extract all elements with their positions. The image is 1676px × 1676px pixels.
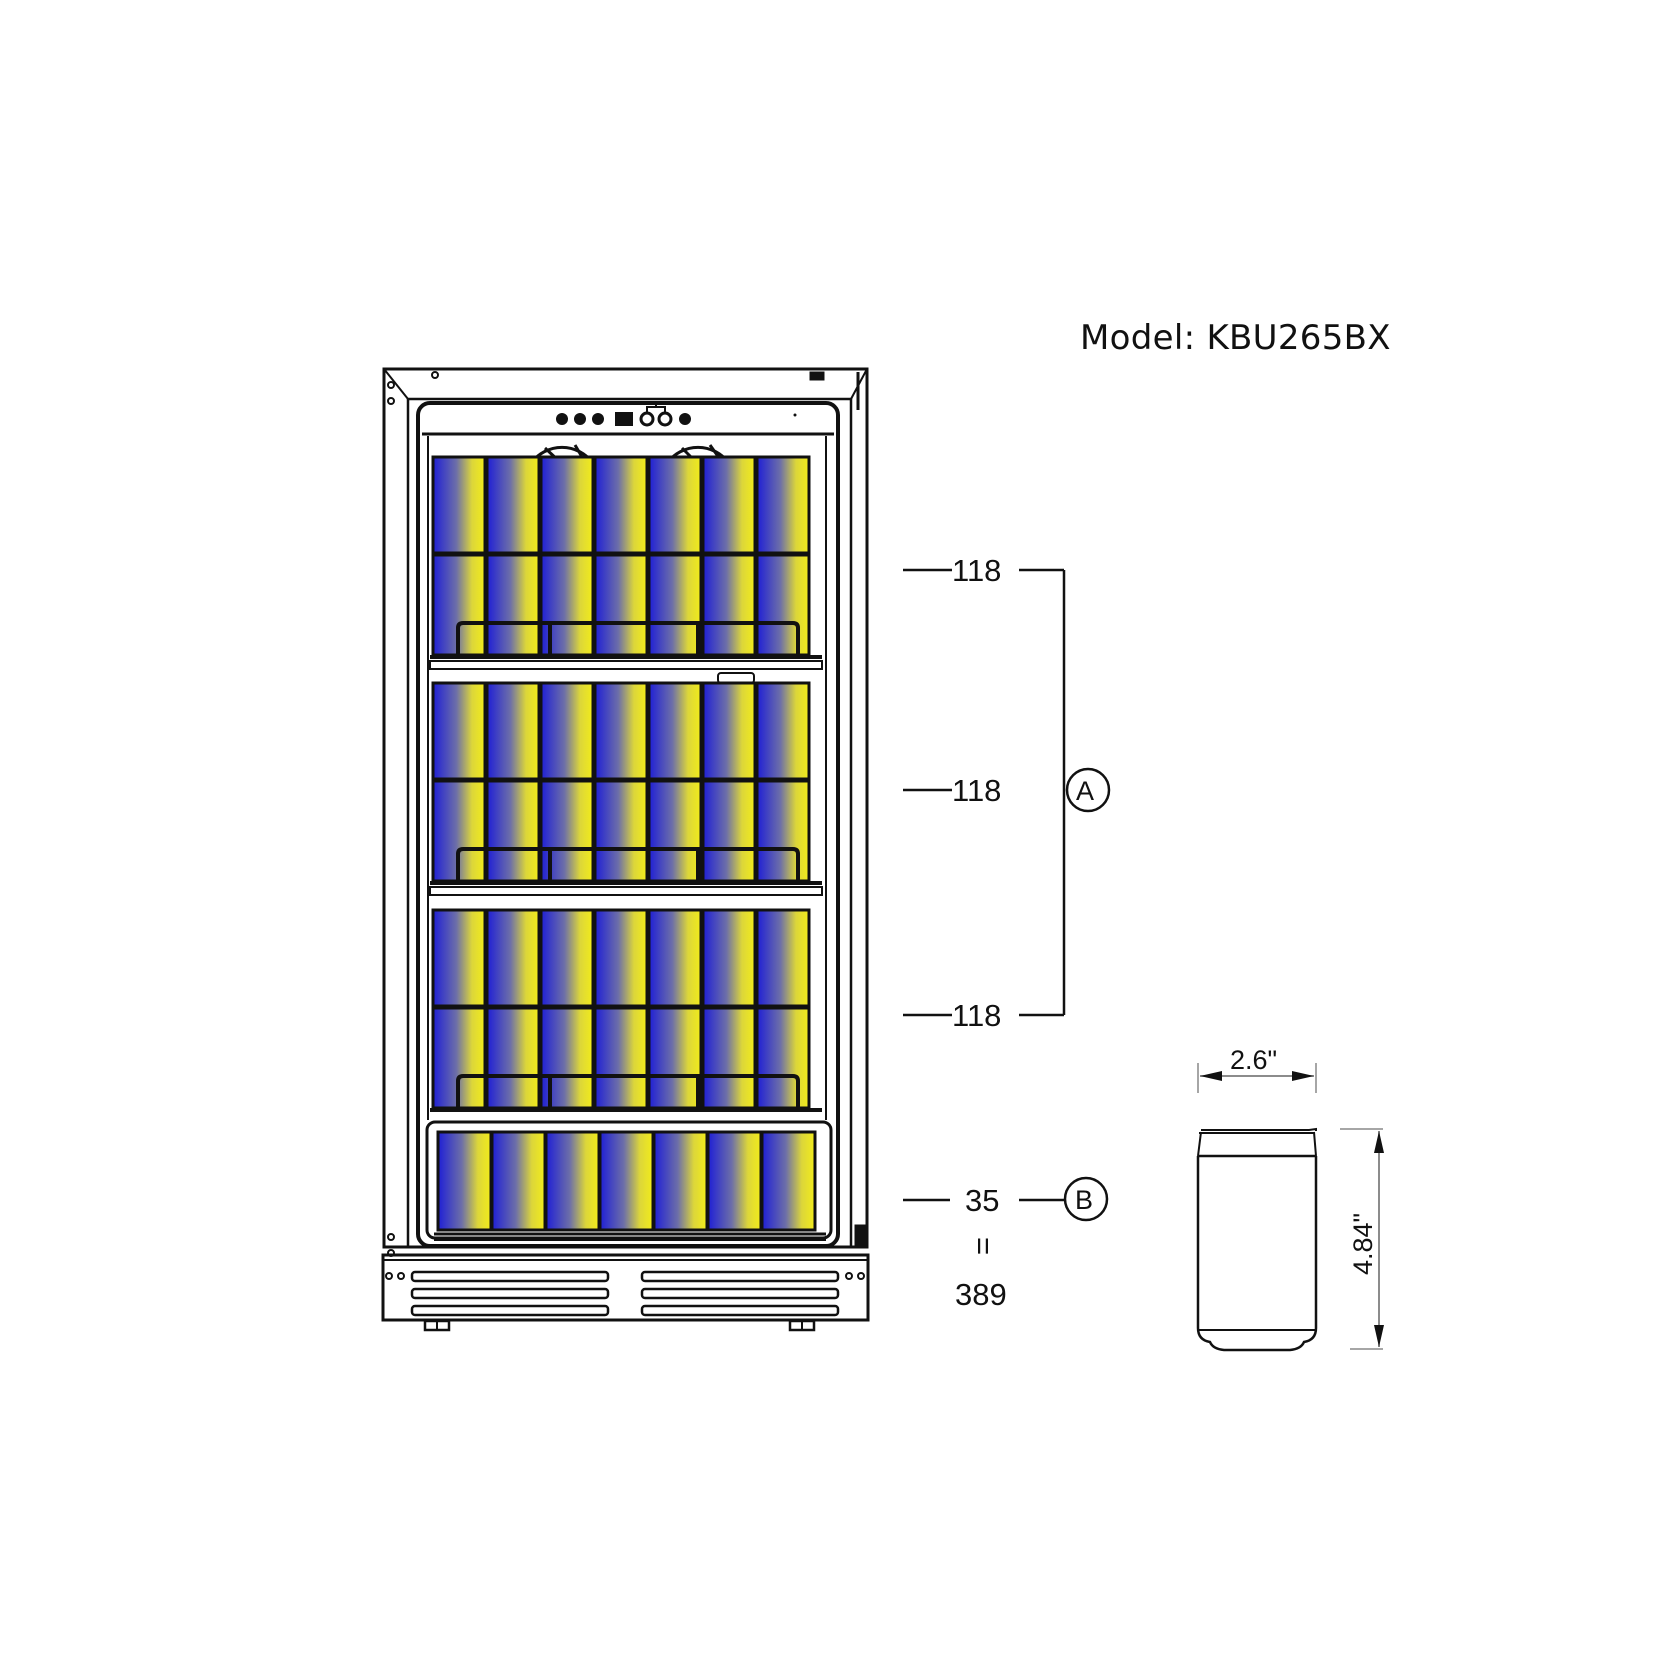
callout-a-icon	[1065, 767, 1111, 813]
shelf-row-1	[431, 455, 811, 555]
total-capacity: 389	[955, 1277, 1007, 1312]
callout-a-label: A	[1076, 776, 1094, 806]
temp-down-icon	[657, 411, 673, 427]
shelf-row-4	[431, 779, 811, 883]
wire-shelves	[425, 621, 833, 1241]
shelf-row-6	[431, 1006, 811, 1110]
control-panel	[556, 402, 797, 427]
drawer-count: 35	[965, 1183, 999, 1218]
button-icon	[592, 413, 604, 425]
can-width-label: 2.6"	[1230, 1045, 1277, 1075]
model-title: Model: KBU265BX	[1080, 318, 1391, 358]
callout-b-icon	[1063, 1176, 1109, 1222]
equals-sign: =	[966, 1237, 1001, 1255]
shelf-group-3-count: 118	[952, 998, 1001, 1033]
button-icon	[574, 413, 586, 425]
power-button-icon	[679, 413, 691, 425]
fridge-cabinet	[382, 367, 869, 1257]
can-outline-diagram	[1196, 1063, 1384, 1352]
shelf-row-5	[431, 908, 811, 1008]
can-height-label: 4.84"	[1348, 1213, 1378, 1275]
display-icon	[615, 412, 633, 426]
base-grille	[381, 1253, 870, 1332]
shelf-group-1-count: 118	[952, 553, 1001, 588]
button-icon	[556, 413, 568, 425]
shelf-row-2	[431, 553, 811, 657]
shelf-row-3	[431, 681, 811, 781]
shelf-group-2-count: 118	[952, 773, 1001, 808]
drawer-row	[436, 1130, 817, 1232]
can-rows	[431, 455, 817, 1232]
side-rails	[427, 436, 827, 1120]
callout-b-label: B	[1075, 1185, 1093, 1215]
temp-up-icon	[639, 411, 655, 427]
capacity-annotations	[903, 568, 1111, 1222]
